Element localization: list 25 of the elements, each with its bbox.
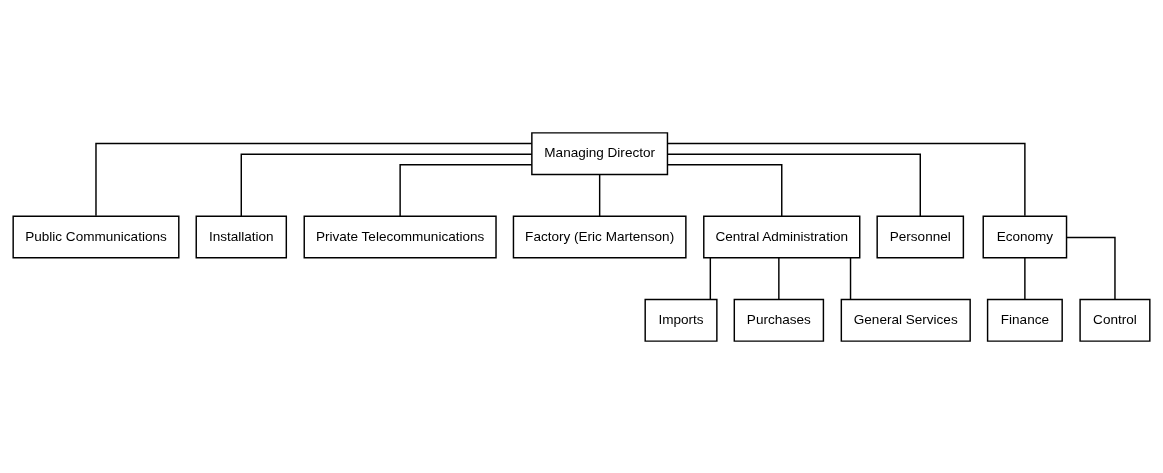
connector bbox=[666, 142, 1026, 216]
node-box: Public Communications bbox=[12, 214, 180, 259]
connector bbox=[598, 173, 601, 217]
node-box: Finance bbox=[986, 298, 1063, 342]
connector bbox=[849, 256, 852, 300]
node-box: Managing Director bbox=[531, 131, 669, 175]
connector bbox=[778, 256, 780, 300]
node-box: Purchases bbox=[733, 298, 825, 342]
connector bbox=[666, 163, 783, 217]
node-box: Installation bbox=[195, 214, 288, 259]
connector bbox=[399, 163, 533, 217]
node-box: General Services bbox=[840, 298, 971, 342]
node-box: Imports bbox=[644, 298, 718, 342]
node-box: Control bbox=[1079, 298, 1151, 342]
connector bbox=[709, 256, 712, 300]
node-box: Factory (Eric Martenson) bbox=[512, 214, 687, 259]
node-box: Private Telecommunications bbox=[303, 214, 497, 259]
connector bbox=[666, 152, 921, 217]
node-box: Personnel bbox=[876, 214, 965, 259]
connector bbox=[240, 152, 533, 217]
connector bbox=[95, 142, 533, 216]
node-box: Central Administration bbox=[703, 214, 861, 259]
connector bbox=[1024, 256, 1026, 300]
node-box: Economy bbox=[982, 214, 1068, 259]
connector bbox=[1066, 236, 1116, 300]
